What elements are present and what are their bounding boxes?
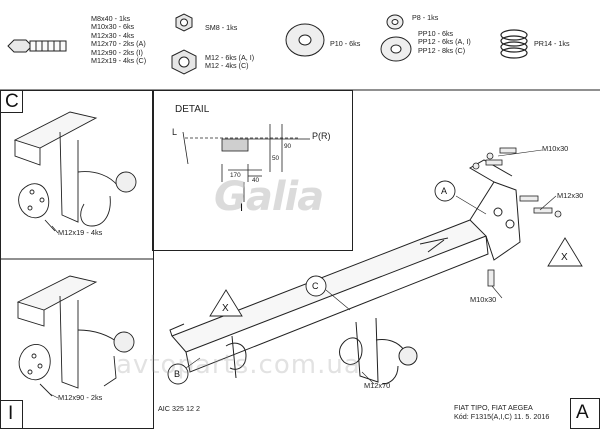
spring-label: PR14 - 1ks	[534, 39, 570, 48]
variant-c-hitch	[13, 111, 137, 232]
washer-pp-icon	[380, 14, 412, 62]
bolt-item: M12x90 - 2ks (I)	[91, 47, 143, 57]
washer-pp-list: PP10 - 6ks PP12 - 6ks (A, I) PP12 - 8ks …	[418, 29, 471, 55]
washer-item: PP10 - 6ks	[418, 29, 454, 38]
bolt-item: M8x40 - 1ks	[91, 14, 131, 23]
galia-logo: Galia	[214, 174, 324, 220]
callout-b-circle	[167, 363, 189, 385]
callout-a-circle	[434, 180, 456, 202]
detail-i-marker: I	[240, 202, 244, 214]
kit-code-date: Kód: F1315(A,I,C) 11. 5. 2016	[454, 412, 550, 421]
vehicle-models: FIAT TIPO, FIAT AEGEA	[454, 403, 533, 412]
bolt-icon	[7, 39, 67, 53]
right-m10-bottom-callout: M10x30	[470, 295, 497, 304]
callout-x-letter-right: X	[561, 252, 568, 263]
bolt-item: M12x19 - 4ks (C)	[91, 56, 147, 66]
variant-i-letter: I	[8, 403, 14, 424]
nut-large-list: M12 - 6ks (A, I) M12 - 4ks (C)	[205, 53, 255, 71]
callout-x-letter-left: X	[222, 303, 229, 314]
washer-p10-label: P10 - 6ks	[330, 39, 361, 48]
right-m12-callout: M12x30	[557, 191, 584, 200]
bolt-list: M8x40 - 1ks M10x30 - 6ks M12x30 - 4ks M1…	[91, 14, 147, 66]
detail-l-label: L	[172, 127, 178, 137]
variant-a-letter: A	[576, 402, 589, 423]
callout-c-circle	[305, 275, 327, 297]
washer-item: PP12 - 6ks (A, I)	[418, 37, 471, 47]
doc-code: AIC 325 12 2	[158, 404, 200, 413]
bolt-item: M12x70 - 2ks (A)	[91, 39, 146, 49]
i-bolt-callout: M12x90 - 2ks	[58, 393, 103, 402]
detail-dim-40: 40	[252, 177, 260, 184]
detail-title: DETAIL	[175, 104, 210, 115]
nut-large-icon	[171, 49, 197, 75]
bolt-item: M10x30 - 6ks	[91, 22, 135, 32]
washer-item: PP12 - 8ks (C)	[418, 45, 466, 55]
site-watermark: avtoparts.com.ua	[116, 350, 361, 380]
callout-x-triangle-left	[209, 289, 243, 317]
right-m10-top-callout: M10x30	[542, 144, 569, 153]
main-crossbar	[169, 159, 521, 385]
box-c	[0, 90, 23, 113]
spring-washer-icon	[500, 29, 528, 59]
washer-p8-label: P8 - 1ks	[412, 13, 439, 22]
detail-dim-90: 90	[284, 143, 292, 150]
detail-dim-50: 50	[272, 155, 280, 162]
variant-c-letter: C	[5, 91, 19, 112]
nut-item: M12 - 4ks (C)	[205, 61, 249, 71]
leader-lines	[49, 149, 557, 399]
right-hardware	[472, 147, 562, 287]
callout-x-triangle-right	[547, 237, 583, 267]
center-m12-callout: M12x70	[364, 381, 391, 390]
callout-b-letter: B	[174, 369, 181, 379]
c-bolt-callout: M12x19 - 4ks	[58, 228, 103, 237]
nut-small-icon	[175, 13, 193, 32]
bolt-item: M12x30 - 4ks	[91, 30, 135, 40]
detail-dim-170: 170	[230, 172, 241, 179]
variant-i-hitch	[16, 275, 135, 397]
callout-a-letter: A	[441, 186, 448, 196]
nut-item: M12 - 6ks (A, I)	[205, 53, 255, 62]
washer-p10-icon	[285, 23, 325, 57]
callout-c-letter: C	[312, 281, 319, 291]
nut-small-label: SM8 - 1ks	[205, 23, 238, 32]
detail-pr-label: P(R)	[312, 131, 331, 141]
detail-drawing	[182, 124, 310, 202]
